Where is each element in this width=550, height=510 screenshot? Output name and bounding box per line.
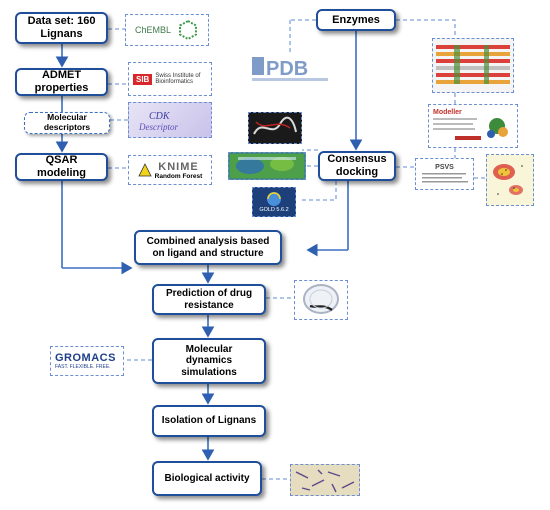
enzymes-box: Enzymes (316, 9, 396, 31)
microscopy-thumb (290, 464, 360, 496)
docking-protein-thumb (248, 112, 302, 144)
gromacs-tagline: FAST. FLEXIBLE. FREE. (55, 364, 111, 370)
combined-analysis-box: Combined analysis based on ligand and st… (134, 230, 282, 265)
chembl-logo: ChEMBL (125, 14, 209, 46)
warning-triangle-icon (138, 163, 152, 177)
pdb-icon: PDB (252, 57, 328, 81)
sib-text-line2: Bioinformatics (155, 79, 194, 85)
svg-text:CDK: CDK (149, 111, 171, 122)
resistance-icon-thumb (294, 280, 348, 320)
cell-culture-icon (295, 469, 355, 493)
chembl-text: ChEMBL (134, 25, 171, 35)
protein-ribbon-icon (253, 116, 297, 135)
knime-text: KNIME (158, 160, 199, 173)
qsar-box: QSAR modeling (15, 153, 108, 181)
knime-logo: KNIME Random Forest (128, 155, 212, 185)
psvs-lines-icon (421, 172, 468, 182)
modeller-thumb: Modeller (428, 104, 518, 148)
gromacs-text: GROMACS (55, 352, 116, 364)
sib-mark: SIB (133, 73, 153, 85)
ramachandran-plot-icon (493, 164, 523, 195)
gold-text: GOLD 5.6.2 (259, 207, 289, 213)
svg-text:Descriptor: Descriptor (138, 122, 178, 132)
gromacs-logo: GROMACS FAST. FLEXIBLE. FREE. (50, 346, 124, 376)
alignment-icon (436, 44, 510, 84)
docking-surface-icon (230, 154, 304, 178)
protein-model-icon (433, 117, 508, 140)
descriptors-box: Molecular descriptors (24, 112, 110, 134)
sib-logo: SIB Swiss Institute of Bioinformatics (128, 62, 212, 96)
psvs-thumb: PSVS (415, 158, 474, 190)
sequence-alignment-thumb (432, 38, 514, 93)
isolation-box: Isolation of Lignans (152, 405, 266, 437)
dataset-box: Data set: 160 Lignans (15, 12, 108, 44)
gold-sphere-icon (267, 192, 281, 206)
dash-consensus-gold (300, 181, 337, 201)
consensus-box: Consensus docking (318, 151, 396, 181)
hexagon-molecule-icon (179, 19, 197, 41)
magnifier-ring-icon (303, 284, 339, 314)
ramachandran-thumb (486, 154, 534, 206)
dash-enzymes-right (396, 19, 456, 38)
cdk-descriptor-icon: CDK Descriptor (138, 111, 178, 132)
drug-resistance-box: Prediction of drug resistance (152, 284, 266, 315)
sib-text-line1: Swiss Institute of (155, 73, 201, 79)
gold-logo: GOLD 5.6.2 (252, 187, 296, 217)
pdb-logo: PDB (250, 54, 330, 84)
docking-surface-thumb (228, 152, 306, 180)
random-forest-text: Random Forest (154, 172, 203, 180)
modeller-text: Modeller (433, 108, 462, 116)
cdk-descriptor-logo: CDK Descriptor (128, 102, 212, 138)
admet-box: ADMET properties (15, 68, 108, 96)
psvs-text: PSVS (435, 163, 454, 171)
pdb-text: PDB (266, 58, 308, 80)
biological-activity-box: Biological activity (152, 461, 262, 496)
molecular-dynamics-box: Molecular dynamics simulations (152, 338, 266, 384)
